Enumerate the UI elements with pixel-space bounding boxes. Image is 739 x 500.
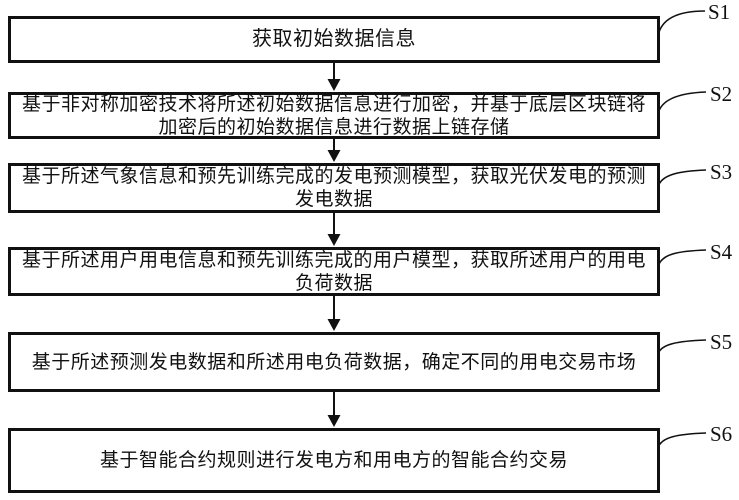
flow-step-box-s5: 基于所述预测发电数据和所述用电负荷数据，确定不同的用电交易市场 <box>8 332 660 392</box>
step-text: 获取初始数据信息 <box>252 28 416 50</box>
step-label-s6: S6 <box>710 422 733 446</box>
flow-arrow-s2-s3 <box>327 139 341 162</box>
flow-step-box-s1: 获取初始数据信息 <box>8 16 660 63</box>
flow-arrow-s3-s4 <box>327 213 341 246</box>
step-label-s1: S1 <box>708 0 731 24</box>
leader-line-s6 <box>657 432 707 449</box>
step-text: 基于智能合约规则进行发电方和用电方的智能合约交易 <box>99 450 568 471</box>
step-text: 发电数据 <box>294 189 373 210</box>
flow-arrow-s4-s5 <box>327 296 341 331</box>
step-text: 负荷数据 <box>294 272 373 294</box>
leader-line-s2 <box>657 91 707 115</box>
flow-arrow-s1-s2 <box>327 63 341 91</box>
step-text: 加密后的初始数据信息进行数据上链存储 <box>158 116 510 138</box>
leader-line-s3 <box>657 169 707 188</box>
flow-arrow-s5-s6 <box>327 392 341 427</box>
flow-step-box-s2: 基于非对称加密技术将所述初始数据信息进行加密，并基于底层区块链将 加密后的初始数… <box>8 92 660 139</box>
flow-step-box-s4: 基于所述用户用电信息和预先训练完成的用户模型，获取所述用户的用电 负荷数据 <box>8 247 660 296</box>
step-text: 基于非对称加密技术将所述初始数据信息进行加密，并基于底层区块链将 <box>21 93 646 115</box>
leader-line-s4 <box>657 249 707 268</box>
leader-line-s5 <box>657 339 707 355</box>
step-text: 基于所述气象信息和预先训练完成的发电预测模型，获取光伏发电的预测 <box>21 166 646 187</box>
leader-line-s1 <box>657 10 706 37</box>
step-label-s2: S2 <box>710 82 733 106</box>
step-label-s4: S4 <box>710 240 733 264</box>
step-label-s3: S3 <box>710 160 733 184</box>
flow-step-box-s6: 基于智能合约规则进行发电方和用电方的智能合约交易 <box>8 428 660 493</box>
flow-step-box-s3: 基于所述气象信息和预先训练完成的发电预测模型，获取光伏发电的预测 发电数据 <box>8 163 660 213</box>
step-text: 基于所述预测发电数据和所述用电负荷数据，确定不同的用电交易市场 <box>31 351 637 373</box>
step-text: 基于所述用户用电信息和预先训练完成的用户模型，获取所述用户的用电 <box>21 249 646 271</box>
step-label-s5: S5 <box>710 330 733 354</box>
